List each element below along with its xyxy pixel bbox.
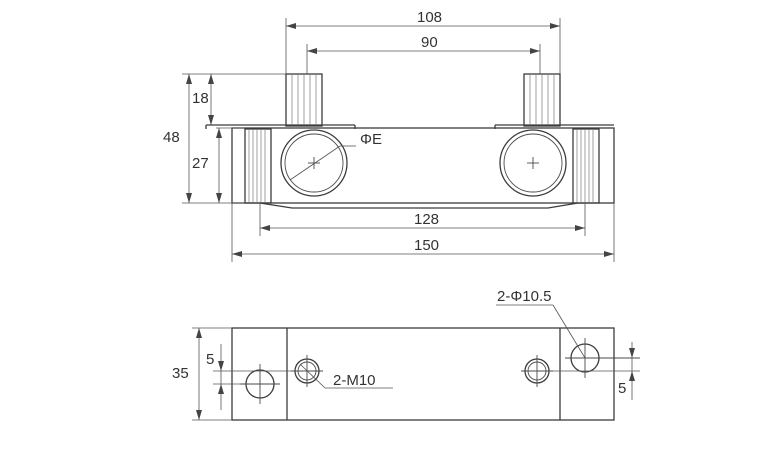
through-holes-label: 2-Φ10.5 [497, 288, 552, 305]
svg-text:5: 5 [206, 351, 214, 368]
svg-text:150: 150 [414, 237, 439, 254]
dim-150: 150 [231, 203, 615, 262]
threaded-holes-label: 2-M10 [333, 372, 376, 389]
dim-27: 27 [192, 127, 245, 203]
dim-18: 18 [192, 74, 214, 125]
right-post [523, 73, 561, 127]
left-post [285, 73, 323, 127]
dim-5-right: 5 [553, 342, 640, 400]
svg-text:27: 27 [192, 155, 209, 172]
dim-108: 108 [285, 9, 561, 74]
top-view: 2-M10 2-Φ10.5 35 [172, 288, 640, 421]
threaded-hole-left [291, 355, 393, 389]
dim-5-left: 5 [206, 344, 291, 410]
front-bottom-recess [259, 202, 579, 209]
threaded-hole-right [521, 355, 553, 387]
svg-text:48: 48 [163, 129, 180, 146]
top-body [231, 327, 615, 421]
svg-text:5: 5 [618, 380, 626, 397]
left-end-block [244, 128, 272, 204]
dim-128: 128 [259, 203, 586, 236]
dim-90: 90 [306, 34, 541, 74]
right-end-block [572, 128, 600, 204]
svg-text:128: 128 [414, 211, 439, 228]
dim-48: 48 [163, 73, 286, 204]
svg-text:108: 108 [417, 9, 442, 26]
front-view: ΦE 108 90 48 [163, 9, 615, 262]
through-hole-left [240, 364, 280, 404]
front-body [231, 127, 615, 204]
bore-label: ΦE [360, 131, 382, 148]
right-bore [499, 129, 567, 197]
dim-35: 35 [172, 327, 232, 421]
left-bore [280, 129, 356, 197]
svg-text:90: 90 [421, 34, 438, 51]
through-hole-right [496, 304, 640, 378]
svg-text:18: 18 [192, 90, 209, 107]
svg-text:35: 35 [172, 365, 189, 382]
